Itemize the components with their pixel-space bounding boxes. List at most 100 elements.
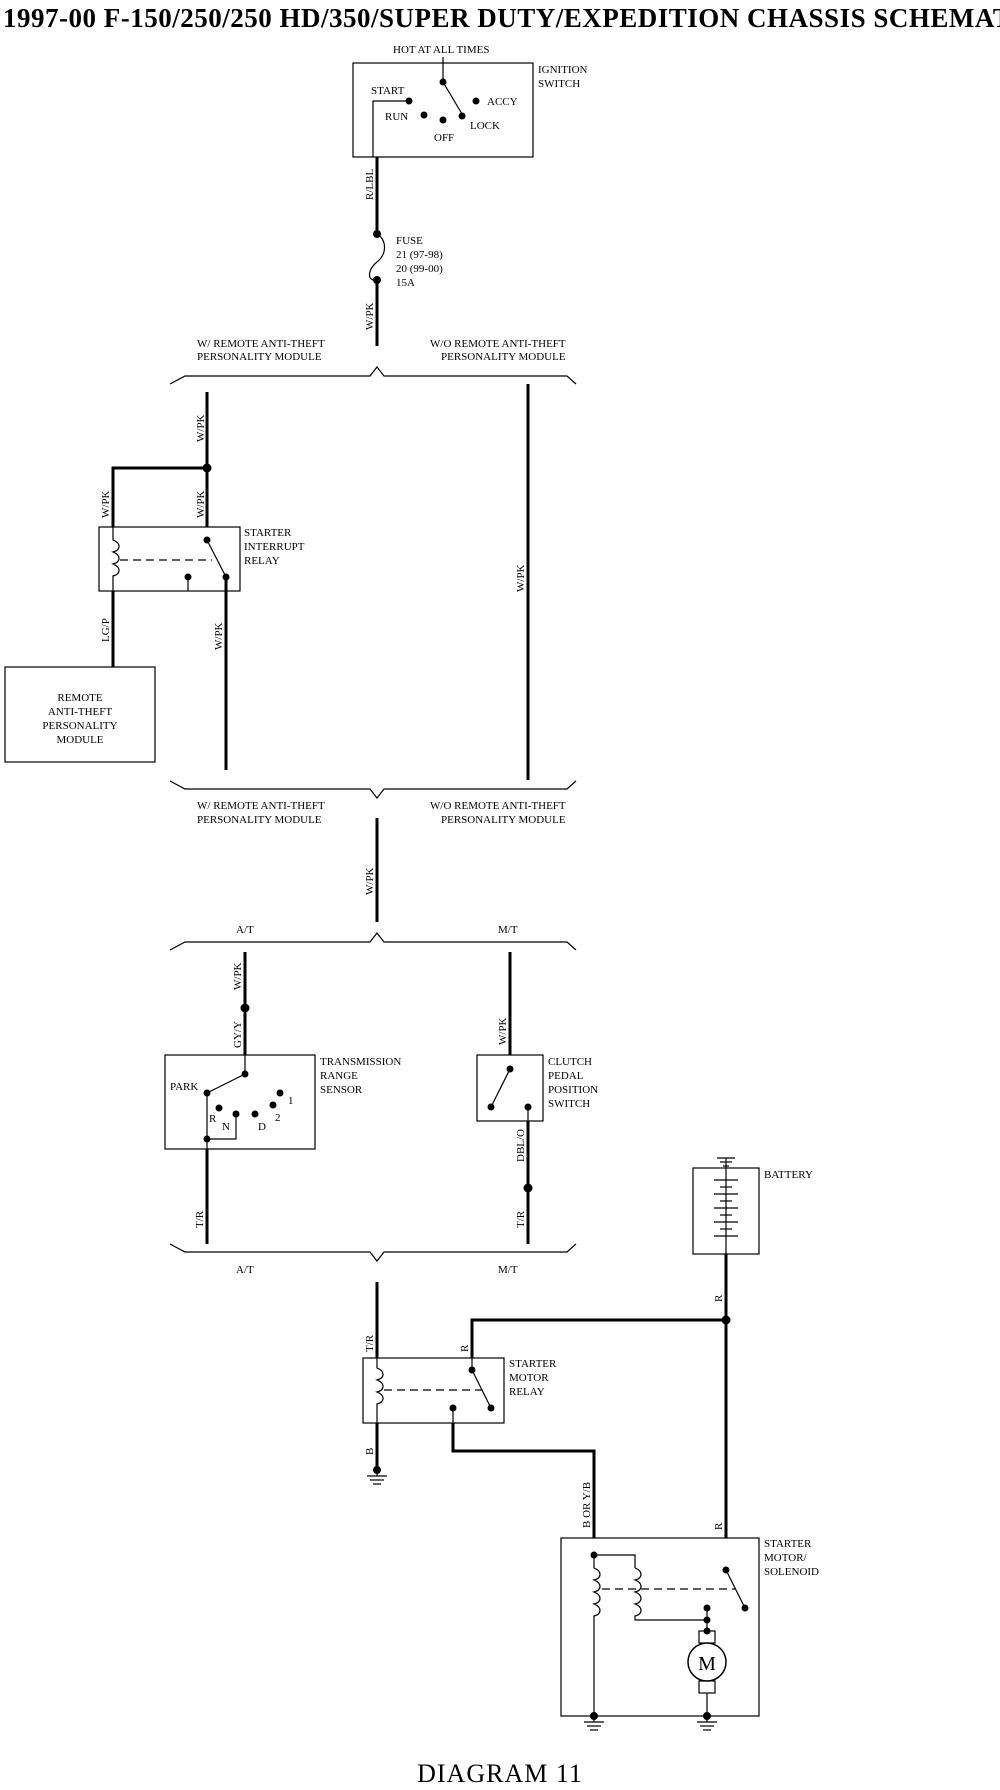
- module-label-2: ANTI-THEFT: [48, 706, 112, 718]
- w-pk-label-bypass: W/PK: [515, 564, 527, 592]
- clutch-label-4: SWITCH: [548, 1098, 590, 1110]
- motor-relay-open-contact: [487, 1404, 495, 1412]
- mt-label-bottom: M/T: [498, 1264, 518, 1276]
- coil-ground-icon: [584, 1716, 604, 1731]
- trs-2-contact: [269, 1101, 277, 1109]
- with-pm-label-1a: W/ REMOTE ANTI-THEFT: [197, 338, 325, 350]
- interrupt-relay-label-2: INTERRUPT: [244, 541, 305, 553]
- fuse-label-2: 21 (97-98): [396, 249, 443, 261]
- run-terminal-dot: [420, 111, 428, 119]
- motor-relay-blade: [471, 1369, 492, 1409]
- trs-2-label: 2: [275, 1112, 281, 1124]
- b-or-yb-label: B OR Y/B: [581, 1482, 593, 1528]
- start-label: START: [371, 85, 405, 97]
- without-pm-label-2b: PERSONALITY MODULE: [441, 814, 566, 826]
- trs-park-label: PARK: [170, 1081, 198, 1093]
- trs-1-label: 1: [288, 1095, 294, 1107]
- w-pk-label-at: W/PK: [232, 962, 244, 990]
- fuse-element: [368, 233, 386, 281]
- trs-label-1: TRANSMISSION: [320, 1056, 401, 1068]
- branch-bracket-top-2: [169, 932, 577, 951]
- mt-label-top: M/T: [498, 924, 518, 936]
- without-pm-label-1a: W/O REMOTE ANTI-THEFT: [430, 338, 566, 350]
- module-label-4: MODULE: [56, 734, 103, 746]
- accy-terminal-dot: [472, 97, 480, 105]
- t-r-label-relay: T/R: [364, 1334, 376, 1352]
- trs-n-bridge: [207, 1114, 237, 1140]
- interrupt-relay-coil: [110, 527, 120, 591]
- solenoid-label-1: STARTER: [764, 1538, 812, 1550]
- ignition-switch-label-1: IGNITION: [538, 64, 588, 76]
- module-label-1: REMOTE: [57, 692, 103, 704]
- trs-n-label: N: [222, 1121, 230, 1133]
- motor-label: M: [698, 1653, 716, 1675]
- solenoid-hold-in-coil: [632, 1567, 708, 1631]
- without-pm-label-2a: W/O REMOTE ANTI-THEFT: [430, 800, 566, 812]
- page-title: 1997-00 F-150/250/250 HD/350/SUPER DUTY/…: [3, 3, 1000, 33]
- r-wire-relay-feed: [470, 1318, 726, 1358]
- t-r-label-mt: T/R: [515, 1210, 527, 1228]
- solenoid-junction-dot: [703, 1616, 711, 1624]
- battery-label: BATTERY: [764, 1169, 813, 1181]
- ignition-switch-label-2: SWITCH: [538, 78, 580, 90]
- fuse-label-1: FUSE: [396, 235, 423, 247]
- module-label-3: PERSONALITY: [42, 720, 117, 732]
- relay-coil-feed-wire: [111, 466, 207, 527]
- clutch-label-3: POSITION: [548, 1084, 598, 1096]
- starter-interrupt-relay-box: [98, 526, 241, 592]
- w-pk-label-coil: W/PK: [100, 490, 112, 518]
- off-terminal-dot: [439, 116, 447, 124]
- solenoid-open-contact: [741, 1604, 749, 1612]
- without-pm-label-1b: PERSONALITY MODULE: [441, 351, 566, 363]
- w-pk-label-left-upper: W/PK: [195, 414, 207, 442]
- motor-relay-label-1: STARTER: [509, 1358, 557, 1370]
- trs-label-2: RANGE: [320, 1070, 358, 1082]
- trs-r-contact: [215, 1104, 223, 1112]
- motor-relay-label-3: RELAY: [509, 1386, 545, 1398]
- run-label: RUN: [385, 111, 408, 123]
- branch-bracket-bottom-1: [169, 780, 577, 799]
- motor-relay-coil: [374, 1358, 384, 1423]
- r-label-solenoid: R: [713, 1522, 725, 1530]
- r-lbl-wire-label: R/LBL: [364, 169, 376, 200]
- relay-ground-icon: [367, 1470, 387, 1485]
- start-output-wire: [372, 100, 409, 157]
- solenoid-pull-in-coil: [591, 1555, 601, 1716]
- b-label-ground: B: [364, 1448, 376, 1455]
- trs-blade: [206, 1073, 246, 1094]
- motor-ground-icon: [697, 1716, 717, 1731]
- lock-terminal-dot: [458, 112, 466, 120]
- clutch-pedal-switch-box: [476, 1054, 544, 1122]
- accy-label: ACCY: [487, 96, 518, 108]
- b-or-yb-wire: [451, 1423, 596, 1538]
- motor-brush-bottom: [698, 1680, 716, 1694]
- w-pk-label-contact: W/PK: [195, 490, 207, 518]
- w-pk-label-relay-out: W/PK: [213, 622, 225, 650]
- trs-r-label: R: [209, 1113, 217, 1125]
- trs-label-3: SENSOR: [320, 1084, 363, 1096]
- starter-solenoid-box: [560, 1537, 760, 1717]
- clutch-label-1: CLUTCH: [548, 1056, 592, 1068]
- battery-symbol: [714, 1157, 738, 1254]
- clutch-label-2: PEDAL: [548, 1070, 584, 1082]
- off-label: OFF: [434, 132, 454, 144]
- diagram-number: DIAGRAM 11: [417, 1759, 583, 1788]
- lock-label: LOCK: [470, 120, 500, 132]
- interrupt-relay-blade: [206, 539, 227, 578]
- interrupt-relay-label-3: RELAY: [244, 555, 280, 567]
- solenoid-hold-feed: [594, 1554, 636, 1568]
- transmission-range-sensor-box: [164, 1054, 316, 1150]
- solenoid-label-3: SOLENOID: [764, 1566, 819, 1578]
- r-label-battery: R: [713, 1294, 725, 1302]
- at-label-bottom: A/T: [236, 1264, 254, 1276]
- with-pm-label-2b: PERSONALITY MODULE: [197, 814, 322, 826]
- fuse-label-4: 15A: [396, 277, 415, 289]
- trs-d-label: D: [258, 1121, 266, 1133]
- t-r-label-at: T/R: [194, 1210, 206, 1228]
- motor-relay-label-2: MOTOR: [509, 1372, 549, 1384]
- w-pk-label-middle: W/PK: [364, 867, 376, 895]
- at-label-top: A/T: [236, 924, 254, 936]
- solenoid-contact-blade: [725, 1569, 746, 1609]
- clutch-left-contact: [487, 1103, 495, 1111]
- dbl-o-label: DBL/O: [515, 1129, 527, 1162]
